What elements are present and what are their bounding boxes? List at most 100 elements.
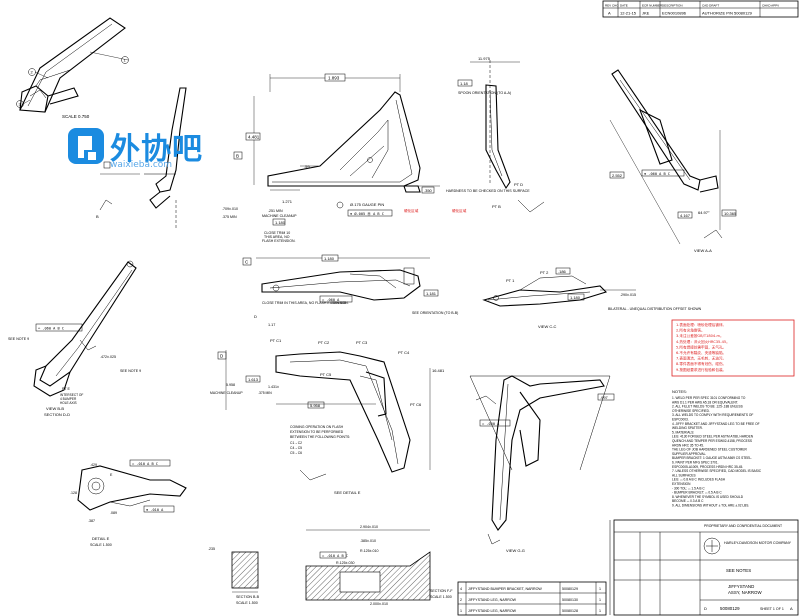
red-note-line: 6.不允许有裂纹、夹渣等缺陷。: [676, 350, 726, 355]
notes-block: NOTES: 1. WELD PER PER SPEC 3101 CONFORM…: [672, 389, 762, 508]
note-close-trim-b: CLOSE TRIM IN THIS AREA, NO FLASH EXTENS…: [262, 301, 349, 305]
note-line: 4. JIFFY BRACKET AND JIFFYSTAND LEG TO B…: [672, 422, 760, 426]
rev-col-5: CHKD APPV: [762, 4, 779, 8]
fcf-mid: ⌓ .060 A: [322, 298, 340, 302]
bom-qty: 1: [599, 587, 601, 591]
red-note-line: 9.按图纸要求进行检验和包装。: [676, 367, 726, 372]
rev-col-0: REV CHG: [605, 4, 619, 8]
bom-item-no: 4: [460, 587, 462, 591]
dim-709: .709±.010: [222, 207, 238, 211]
note-line: HRDN HRC 35 TO 45.: [672, 443, 704, 447]
tb-rev: A: [790, 606, 793, 611]
dim-300: .300±.035: [330, 301, 346, 305]
pt-c3-label: PT C3: [356, 340, 368, 345]
sec-letter-d-mid: D: [254, 314, 257, 319]
note-see-note-9: SEE NOTE 9: [8, 337, 29, 341]
note-line: ESPC0003.: [672, 418, 689, 422]
see-detail-e: SEE DETAIL E: [334, 490, 361, 495]
bom-part-no: 50080129: [562, 587, 578, 591]
view-g-g-label: VIEW G-G: [506, 548, 525, 553]
note-coining-3: BETWEEN THE FOLLOWING POINTS:: [290, 435, 350, 439]
dim-1431: 1.431±: [268, 385, 279, 389]
dim-387: .387: [88, 519, 95, 523]
rev-description: AUTHORIZE P/N 50080129: [702, 11, 753, 16]
dim-472: .472±.025: [100, 355, 116, 359]
bom-part-no: 50080128: [562, 609, 578, 613]
note-line: QUENCH AND TEMPER PER ESW02-4158, PROCES…: [672, 439, 752, 443]
dim-1271: 1.271: [282, 199, 293, 204]
bom-description: JIFFYSTAND LEG, NARROW: [468, 598, 517, 602]
dim-2000: 2.000±.010: [370, 602, 388, 606]
note-coining-6: C5→C6: [290, 451, 302, 455]
pt-d-upper: PT D: [514, 182, 523, 187]
note-see-orientation: SEE ORIENTATION (TO B-B): [412, 311, 458, 315]
bom-item-no: 2: [460, 598, 462, 602]
section-d-d-label: SECTION D-D: [44, 412, 70, 417]
note-line: 2. ALL FILLET WELDS TO BE .125-.188 UNLE…: [672, 405, 743, 409]
red-note-line: 7.表面清洁，无毛刺，无油污。: [676, 356, 726, 361]
bom-qty: 1: [599, 598, 601, 602]
note-coining-4: C1→C2: [290, 441, 302, 445]
red-hardened-2: 硬化区域: [452, 208, 467, 213]
fcf-a-a: ⊕ .060 A B C: [644, 172, 670, 176]
dim-e: E: [110, 473, 113, 477]
view-g-g: .997 ⌓ .030 A VIEW G-G: [469, 375, 615, 553]
note-line: OTHERWISE SPECIFIED.: [672, 409, 710, 413]
section-view-spoon: 11.975 1.18 SPOON ORIENTATION (TO A-A) P…: [457, 56, 545, 213]
note-line: 3. ALL WELDS TO COMPLY WITH REQUIREMENTS…: [672, 413, 753, 417]
watermark-logo: 外协吧 waixieba.com: [66, 122, 216, 176]
side-view-left: B: [96, 87, 187, 230]
view-c-c: .186 1.180 PT 1 PT 2 VIEW C-C .290±.015 …: [482, 267, 702, 329]
dim-1181: 5.958: [226, 383, 235, 387]
note-min-machine: .251 MIN: [268, 209, 283, 213]
dim-350: .350: [424, 188, 433, 193]
datum-c-mid: C: [245, 260, 249, 265]
note-intersect: INTERSECT OF: [60, 393, 83, 397]
dim-290-offset: .290±.015: [620, 293, 636, 297]
pt-c5-label: PT C5: [320, 372, 332, 377]
note-close-trim-2: THIS AREA, NO: [264, 235, 290, 239]
fcf-f-f: ⌓ .010 A B C: [322, 554, 348, 558]
note-coining-2: EXTENSION TO BE PERFORMED: [290, 430, 344, 434]
callout-2: 2: [31, 70, 34, 75]
dim-r125: R.125±.010: [360, 549, 379, 553]
rev-col-4: CAD DRAFT: [702, 4, 719, 8]
dim-16481: 16.481: [432, 368, 445, 373]
fcf-g-g: ⌓ .030 A: [482, 422, 500, 426]
pt-2-label: PT 2: [540, 270, 549, 275]
note-line: SUPPLIER APPROVAL.: [672, 452, 706, 456]
tb-company: HARLEY-DAVIDSON MOTOR COMPANY: [724, 541, 792, 545]
note-close-trim-1: CLOSE TRIM 10: [264, 231, 290, 235]
dim-472-mid: 1.17: [268, 323, 275, 327]
view-middle-leg: 1.180 C CLOSE TRIM IN THIS AREA, NO FLAS…: [242, 254, 458, 327]
rev-col-3: DESCRIPTION: [662, 4, 683, 8]
datum-b-main: B: [236, 154, 239, 159]
title-block: PROPRIETARY AND CONFIDENTIAL DOCUMENT HA…: [613, 519, 799, 616]
note-line: - 300 TOL: ⌓ 1.5 A B C: [672, 486, 705, 490]
dim-4481: 4.481: [248, 135, 260, 140]
note-line: ALL SURFACES: [672, 473, 696, 477]
fcf-detail-e: ⌓ .010 A B C: [132, 462, 158, 466]
sec-letter-b-left: B: [96, 214, 99, 219]
view-center-leg: D 16.481 PT C1 PT C2 PT C3 PT C4 PT C5 P…: [210, 338, 445, 495]
dim-1613-mid: 1.181: [426, 291, 437, 296]
note-hole-axis: HOLE AXIS: [60, 401, 77, 405]
note-line: LEG: ⌓ 0.8 A B C INCLUDES FLASH: [672, 478, 726, 482]
notes-title: NOTES:: [672, 389, 687, 394]
note-coining-5: C4→C5: [290, 446, 302, 450]
main-front-view: 1.893 4.481 B .59 .350 1.271 .251 MIN MA…: [222, 73, 530, 243]
section-f-f: 2.904±.010 .385±.010 R.125±.010 R.125±.0…: [305, 525, 453, 606]
note-hardness: HARDNESS TO BE CHECKED ON THIS SURFACE: [446, 189, 530, 193]
section-f-f-label: SECTION F-F: [430, 589, 453, 593]
dim-089: .089: [110, 511, 117, 515]
note-machine-cleanup: MACHINE CLEANUP: [262, 214, 297, 218]
bom-item-no: 1: [460, 609, 462, 613]
dim-2904: 2.904±.010: [360, 525, 378, 529]
red-note-line: 4.热处理：淬火回火HRC35-45。: [676, 339, 730, 344]
datum-d-center: D: [220, 354, 224, 359]
rev-letter: A: [608, 11, 611, 16]
red-notes-box: 1.表面处理：喷砂处理后镀锌。2.所有尖角倒钝。3.未注公差按GB/T1804-…: [671, 319, 795, 377]
pt-b-upper: PT B: [492, 204, 501, 209]
detail-e-label: DETAIL E: [92, 536, 110, 541]
